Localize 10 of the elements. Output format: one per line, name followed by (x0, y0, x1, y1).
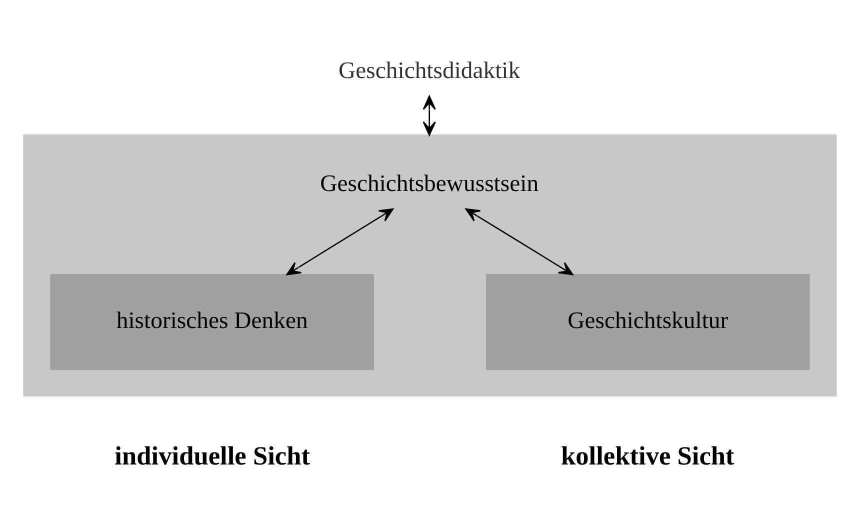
arrow (465, 208, 574, 276)
label: kollektive Sicht (561, 441, 734, 470)
node-text: Geschichtsdidaktik (338, 58, 520, 84)
label: individuelle Sicht (114, 441, 310, 470)
arrow (422, 96, 436, 136)
node-box: historisches Denken (50, 274, 374, 370)
node-text: Geschichtsbewusstsein (320, 170, 539, 197)
node-box: Geschichtskultur (486, 274, 810, 370)
arrow (286, 208, 394, 276)
cluster (23, 134, 837, 396)
